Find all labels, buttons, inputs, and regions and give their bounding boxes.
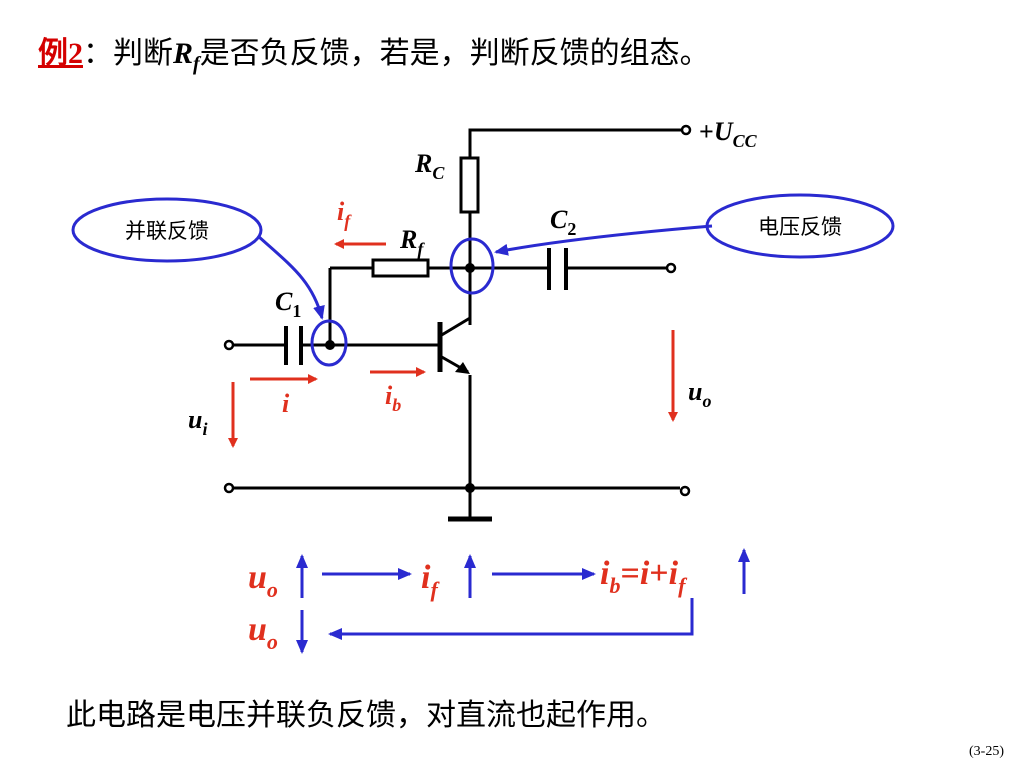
if-label: if — [337, 197, 352, 231]
deriv-ib-eq: ib=i+if — [600, 555, 688, 598]
title-text-before: ：判断 — [83, 36, 173, 71]
callout-parallel-text: 并联反馈 — [125, 219, 209, 243]
example-number: 例2 — [38, 37, 83, 70]
callout-parallel-arrow — [256, 234, 325, 320]
junction-dots — [325, 263, 475, 493]
deriv-uo: uo — [248, 559, 278, 602]
c1-label: C1 — [275, 287, 301, 321]
title-text-after: 是否负反馈，若是，判断反馈的组态。 — [199, 36, 710, 71]
circuit-labels: +UCC RC Rf C1 C2 ui uo — [188, 117, 758, 439]
ui-label: ui — [188, 405, 207, 439]
resistor-rc — [459, 156, 480, 214]
page-number: (3-25) — [969, 744, 1004, 759]
callout-voltage-arrow — [494, 224, 713, 256]
title-rf: Rf — [173, 37, 200, 75]
current-labels: if i ib — [282, 197, 401, 418]
rf-label: Rf — [399, 225, 425, 259]
uo-label: uo — [688, 377, 711, 411]
ib-label: ib — [385, 381, 401, 415]
capacitor-c2 — [547, 248, 568, 290]
red-arrows — [228, 239, 678, 448]
output-node-highlight — [449, 237, 495, 295]
input-node-highlight — [310, 319, 348, 367]
callout-parallel-bubble — [71, 197, 263, 263]
derivation-arrows — [296, 548, 750, 654]
transistor-emitter-arrow — [455, 362, 470, 374]
deriv-if: if — [421, 559, 440, 602]
capacitor-c1 — [284, 326, 303, 365]
i-label: i — [282, 389, 290, 418]
slide-title: 例2：判断Rf是否负反馈，若是，判断反馈的组态。 — [38, 28, 710, 76]
resistor-rf — [371, 258, 430, 278]
deriv-uo2: uo — [248, 611, 278, 654]
terminals — [223, 124, 692, 497]
derivation: uo if ib=i+if uo — [248, 555, 688, 654]
rc-label: RC — [414, 149, 445, 183]
c2-label: C2 — [550, 205, 576, 239]
callout-voltage-text: 电压反馈 — [758, 215, 842, 239]
supply-label: +UCC — [699, 117, 758, 151]
conclusion-text: 此电路是电压并联负反馈，对直流也起作用。 — [66, 698, 666, 733]
transistor — [437, 316, 471, 374]
